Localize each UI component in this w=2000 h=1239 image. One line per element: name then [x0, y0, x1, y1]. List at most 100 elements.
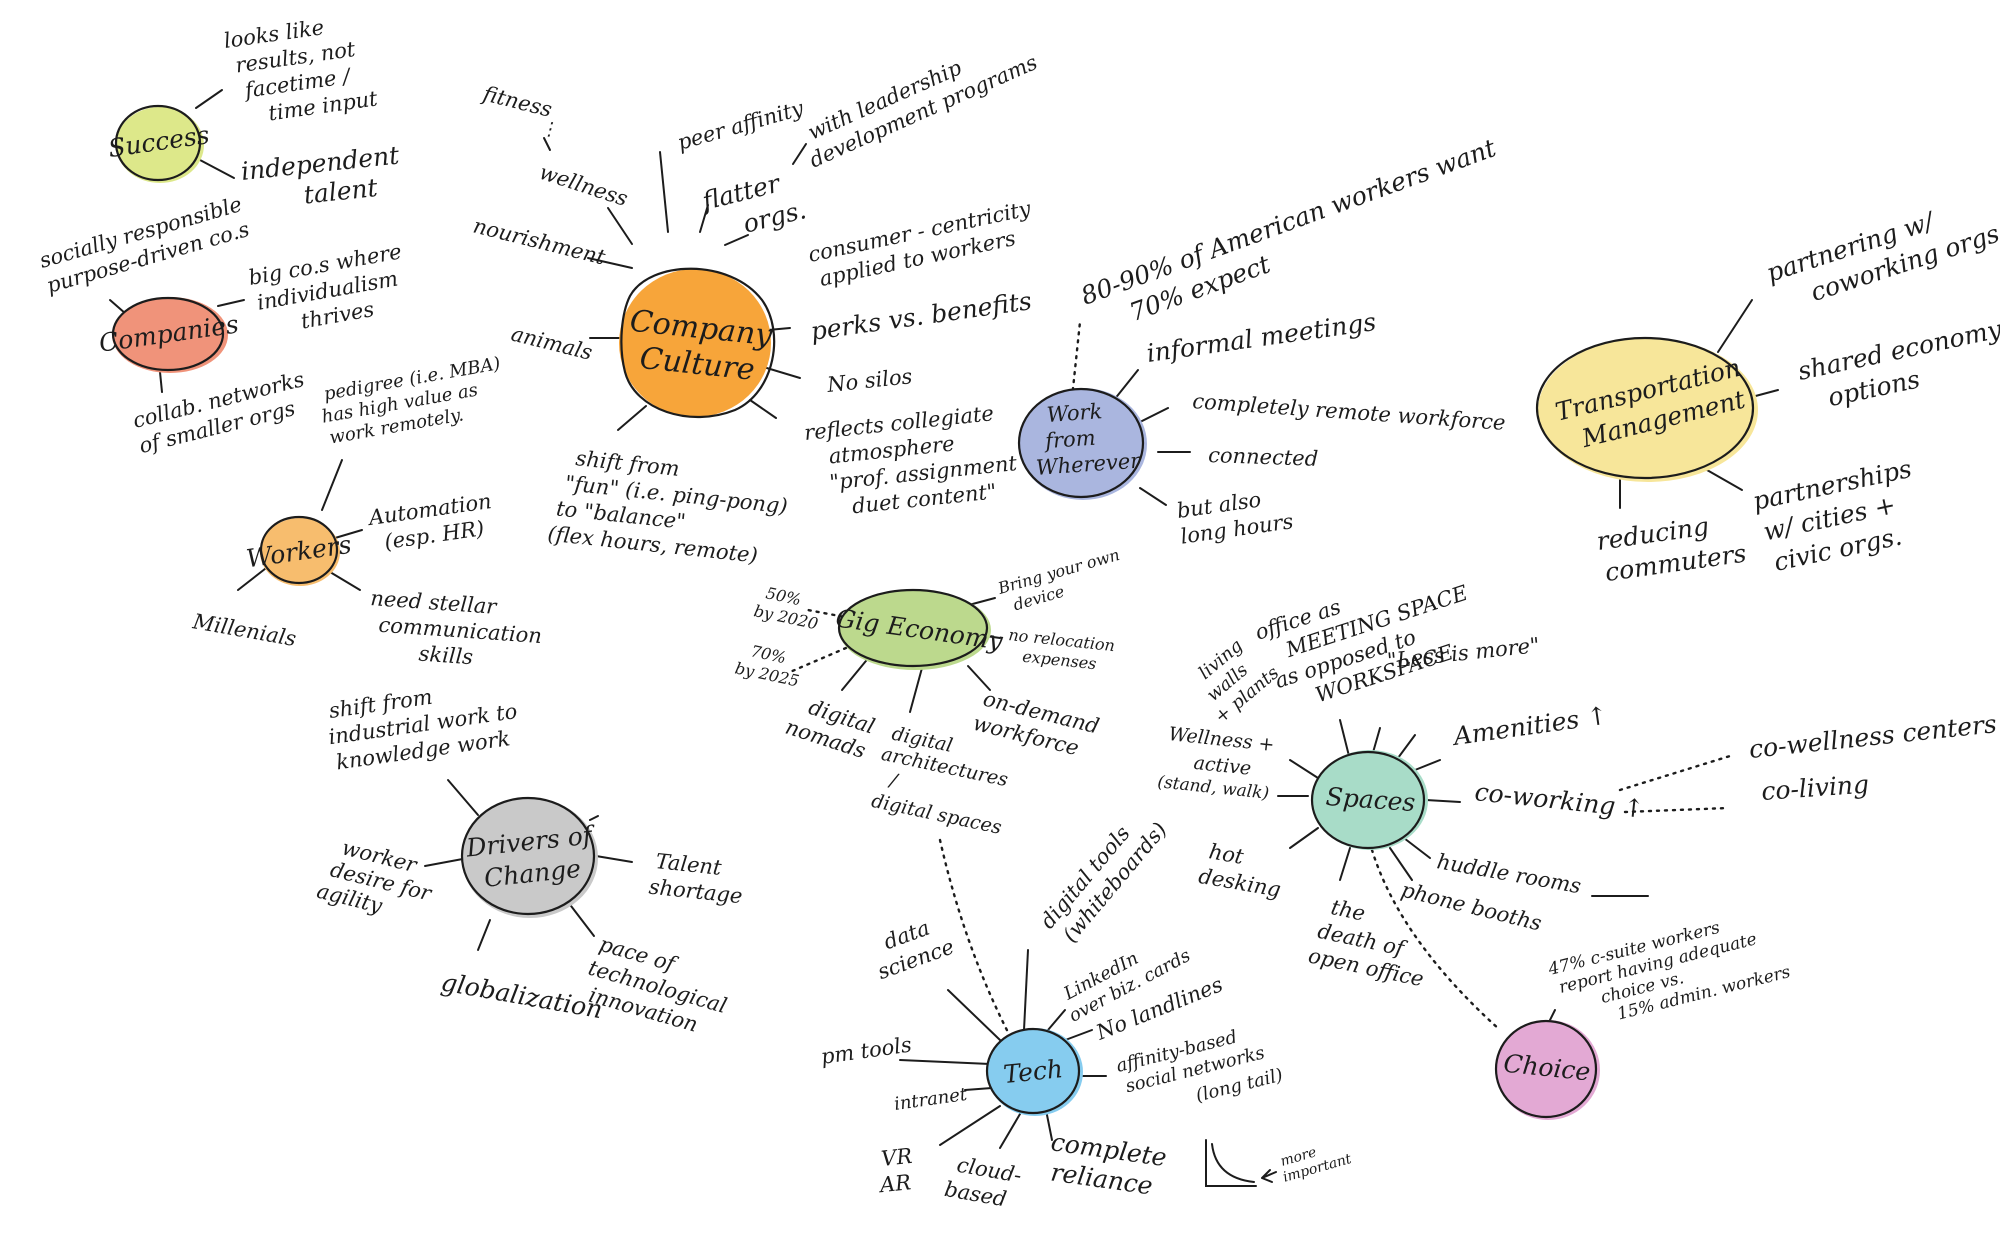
connector [1389, 847, 1413, 881]
wellness-label: wellness [536, 160, 630, 211]
company-culture-fill [619, 269, 771, 417]
digital-nomads-label: digital nomads [782, 695, 877, 763]
fitness-label: fitness [479, 81, 555, 122]
choice-statistics-label: 47% c-suite workers report having adequa… [1545, 918, 1792, 1025]
tail-graph-curve [1211, 1143, 1255, 1183]
success-cluster: Success looks like results, not facetime… [106, 15, 402, 209]
choice-outline [1494, 1019, 1598, 1119]
connector [659, 151, 669, 233]
long-hours-label: but also long hours [1175, 487, 1295, 548]
connector [1717, 299, 1753, 353]
company-culture-cluster: Company Culture fitness ⋮ wellness peer … [471, 50, 1041, 568]
connector [1289, 827, 1319, 849]
shift-fun-to-balance-label: shift from "fun" (i.e. ping-pong) to "ba… [546, 446, 788, 567]
connector [321, 459, 343, 511]
svg-text:AR: AR [877, 1170, 912, 1197]
informal-meetings-label: informal meetings [1145, 307, 1378, 368]
svg-text:digital spaces: digital spaces [869, 790, 1003, 839]
connector [1425, 799, 1461, 803]
connector [447, 779, 479, 816]
connector [543, 137, 551, 151]
company-culture-node[interactable]: Company Culture [624, 304, 775, 390]
perks-vs-benefits-label: perks vs. benefits [809, 286, 1034, 346]
dotted-connector [788, 646, 848, 674]
dotted-connector [1370, 848, 1502, 1032]
co-wellness-centers-label: co-wellness centers [1748, 709, 1998, 764]
transportation-fill [1538, 338, 1758, 482]
connector [1045, 1109, 1053, 1141]
wellness-active-label: Wellness + active (stand, walk) [1156, 723, 1275, 804]
dots-label: ⋮ [540, 119, 558, 140]
svg-text:Wellness +: Wellness + [1167, 723, 1275, 756]
coworking-orgs-label: partnering w/ coworking orgs [1763, 206, 2000, 307]
svg-text:skills: skills [418, 642, 474, 670]
gig-economy-fill [839, 590, 991, 670]
svg-text:shortage: shortage [648, 875, 744, 909]
leadership-programs-label: with leadership development programs [804, 50, 1041, 172]
fifty-percent-2020-label: 50% by 2020 [752, 583, 820, 633]
affinity-social-networks-label: affinity-based social networks (long tai… [1114, 1027, 1285, 1107]
work-from-wherever-cluster: Work from Wherever 80-90% of American wo… [1017, 133, 1506, 549]
connector [1289, 759, 1319, 779]
connector [1139, 407, 1169, 423]
need-stellar-skills-label: need stellar communication skills [370, 586, 543, 670]
no-silos-label: No silos [825, 364, 914, 397]
success-outline [114, 104, 202, 182]
svg-text:hot: hot [1207, 839, 1246, 869]
connector [767, 327, 791, 331]
drivers-of-change-node[interactable]: Drivers of Change [464, 820, 600, 894]
connector [699, 204, 709, 233]
connector [792, 143, 807, 165]
connector [947, 989, 1001, 1041]
no-relocation-label: no relocation expenses [1008, 625, 1116, 673]
office-meeting-space-label: office as MEETING SPACE as opposed to WO… [1252, 581, 1470, 707]
consumer-centricity-label: consumer - centricity applied to workers [806, 196, 1034, 291]
looks-like-results-label: looks like results, not facetime / time … [222, 15, 379, 125]
american-workers-label: 80-90% of American workers want 70% expe… [1077, 133, 1500, 327]
shared-economy-label: shared economy options [1795, 314, 2000, 412]
svg-text:from: from [1042, 426, 1096, 454]
socially-responsible-label: socially responsible purpose-driven co.s [37, 192, 252, 298]
reducing-commuters-label: reducing commuters [1595, 512, 1748, 588]
pedigree-label: pedigree (i.e. MBA) has high value as wo… [320, 353, 502, 448]
connector [939, 1105, 1001, 1146]
connector [589, 815, 599, 821]
automation-label: Automation (esp. HR) [365, 489, 493, 554]
connector [607, 207, 633, 245]
spaces-fill [1312, 750, 1428, 850]
connector [899, 1059, 991, 1065]
complete-reliance-label: complete reliance [1049, 1127, 1169, 1200]
success-fill [116, 107, 204, 183]
connector [595, 855, 633, 863]
tech-node[interactable]: Tech [1002, 1054, 1064, 1089]
spaces-node[interactable]: Spaces [1325, 782, 1416, 817]
cloud-based-label: cloud- based [943, 1153, 1024, 1212]
living-walls-label: living walls + plants [1195, 635, 1283, 728]
work-from-wherever-fill [1019, 388, 1147, 500]
connector [967, 665, 991, 691]
connector [329, 571, 361, 591]
connector [195, 89, 223, 109]
industrial-to-knowledge-label: shift from industrial work to knowledge … [327, 685, 519, 775]
connector [1023, 949, 1029, 1031]
worker-desire-agility-label: worker desire for agility [314, 835, 435, 918]
connector [1139, 487, 1167, 506]
pace-of-innovation-label: pace of technological innovation [586, 932, 730, 1037]
data-science-label: data science [874, 916, 957, 985]
vr-ar-label: VR AR [877, 1144, 914, 1198]
connector [964, 1087, 993, 1091]
connector [1339, 719, 1351, 761]
connector [587, 257, 633, 269]
big-cos-label: big co.s where individualism thrives [247, 239, 404, 333]
independent-talent-label: independent talent [240, 140, 402, 209]
connector [237, 564, 271, 591]
talent-shortage-label: Talent shortage [648, 849, 744, 909]
millenials-label: Millenials [190, 609, 298, 651]
drivers-outline [460, 796, 596, 916]
work-from-wherever-outline [1017, 387, 1145, 499]
on-demand-workforce-label: on-demand workforce [971, 687, 1102, 761]
svg-text:active: active [1193, 752, 1253, 780]
connected-label: connected [1208, 443, 1319, 471]
connector [159, 371, 163, 393]
